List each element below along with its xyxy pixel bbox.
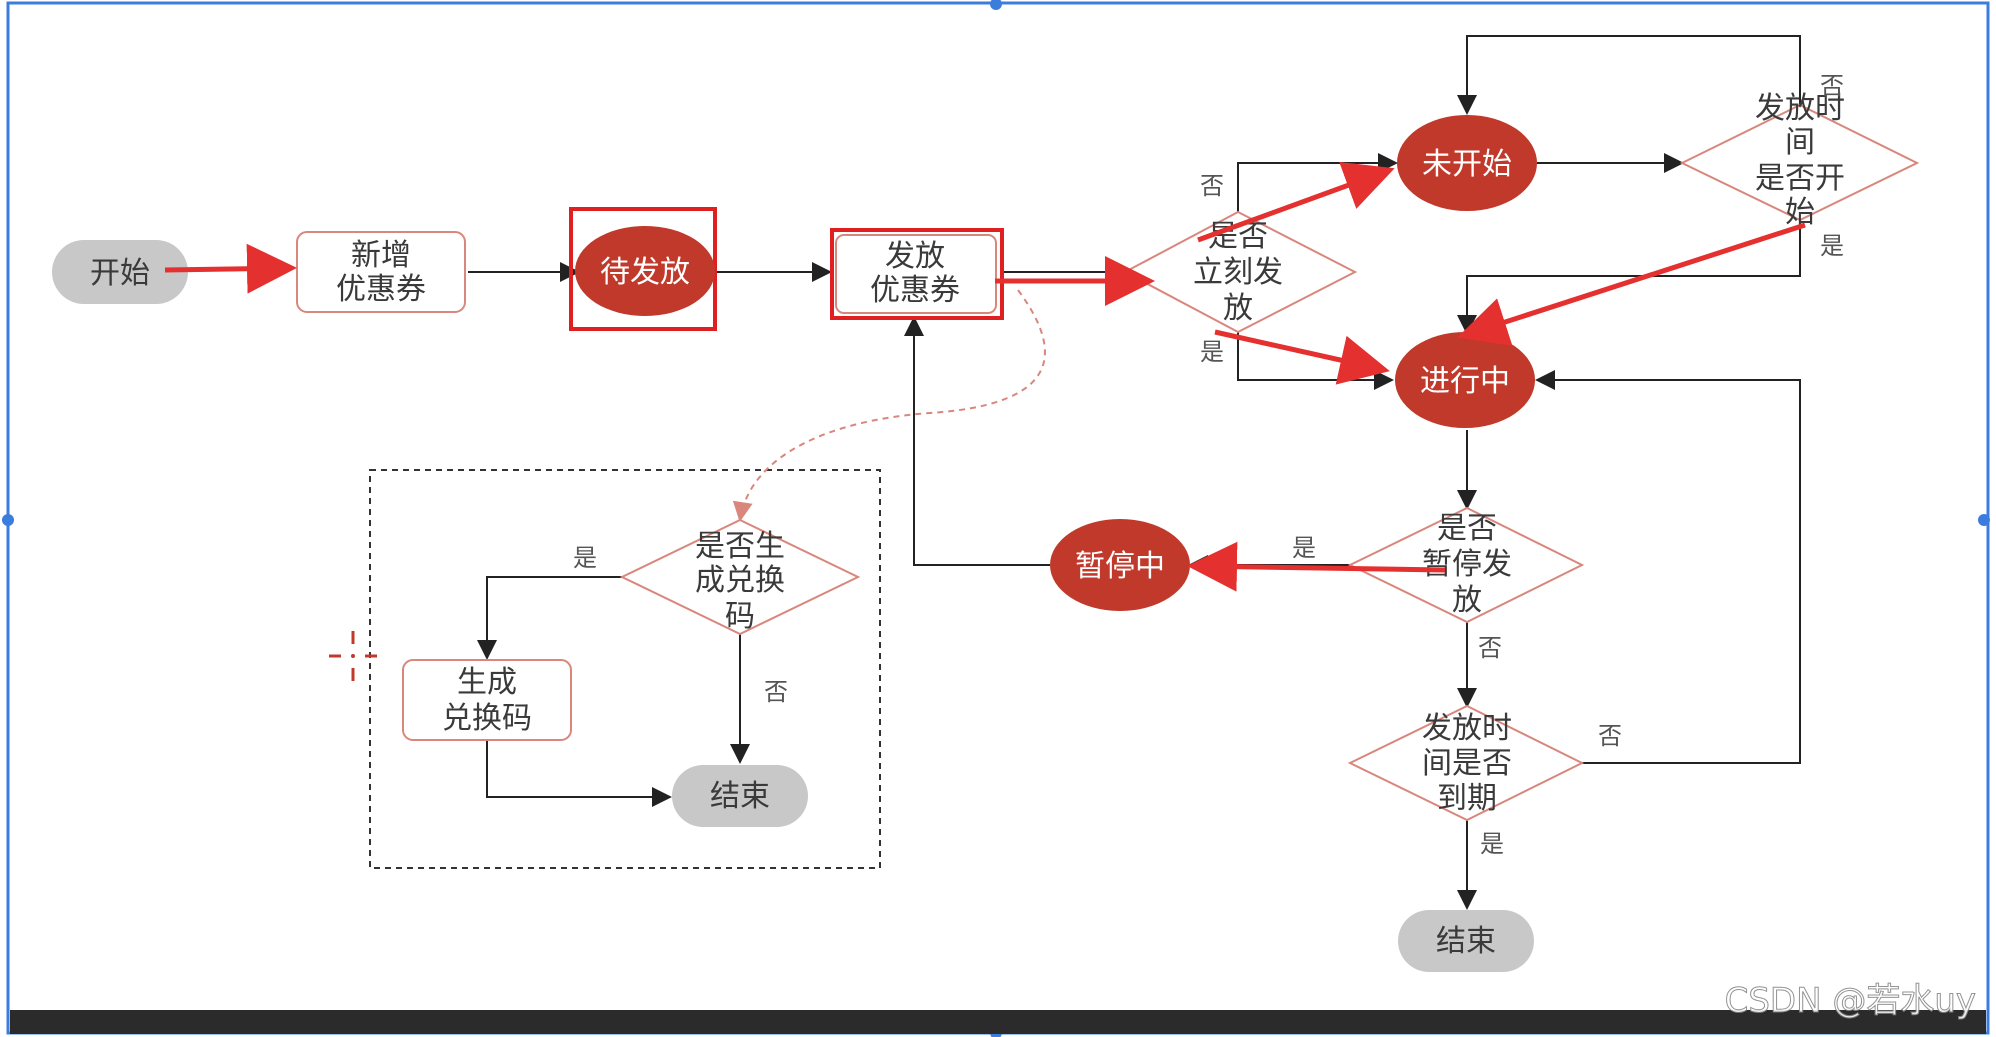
end-main-label: 结束 [1436, 924, 1496, 959]
new-coupon-node[interactable]: 新增 优惠券 [296, 231, 466, 313]
pause-issue-decision[interactable]: 是否 暂停发 放 [1347, 506, 1585, 624]
start-node[interactable]: 开始 [52, 240, 188, 304]
connectors [468, 35, 1801, 910]
edge-gencode-yes [477, 576, 622, 660]
dashed-link-issue-to-subprocess [732, 289, 1046, 522]
issue-now-decision[interactable]: 是否 立刻发 放 [1122, 210, 1358, 334]
paused-node[interactable]: 暂停中 [1050, 519, 1190, 611]
red-arrow-to-paused [1187, 541, 1446, 592]
resize-handle-left[interactable] [2, 514, 14, 526]
pending-node[interactable]: 待发放 [569, 207, 717, 331]
pause-issue-label-line3: 放 [1452, 583, 1482, 618]
new-coupon-label-line1: 新增 [351, 238, 411, 273]
time-started-label-line3: 是否开 [1755, 161, 1845, 196]
in-progress-node[interactable]: 进行中 [1395, 332, 1535, 428]
gen-code-q-label-line2: 成兑换 [695, 563, 785, 598]
not-started-label: 未开始 [1422, 147, 1512, 182]
time-expired-label-line1: 发放时 [1422, 711, 1512, 746]
red-arrow-start-to-new [164, 243, 297, 294]
gen-code-q-label-line1: 是否生 [695, 529, 785, 564]
end-sub-label: 结束 [710, 779, 770, 814]
label-gen-code-no: 否 [764, 678, 788, 706]
label-time-started-yes: 是 [1820, 232, 1844, 260]
issue-coupon-label-line1: 发放 [885, 239, 945, 274]
label-time-started-no: 否 [1820, 72, 1844, 100]
not-started-node[interactable]: 未开始 [1397, 115, 1537, 211]
issue-now-label-line2: 立刻发 [1193, 255, 1283, 290]
sub-process-group [369, 469, 881, 869]
crosshair-icon [329, 631, 377, 681]
red-arrow-to-not-started [1197, 161, 1395, 243]
pause-issue-label-line1: 是否 [1437, 511, 1497, 546]
pending-label: 待发放 [600, 255, 690, 290]
new-coupon-label-line2: 优惠券 [336, 272, 426, 307]
end-node-main[interactable]: 结束 [1398, 910, 1534, 972]
label-expired-yes: 是 [1480, 830, 1504, 858]
time-started-label-line2: 间 [1785, 125, 1815, 160]
resize-handle-right[interactable] [1978, 514, 1990, 526]
label-issue-now-yes: 是 [1200, 338, 1224, 366]
time-expired-label-line3: 到期 [1437, 781, 1497, 816]
gen-code-q-label-line3: 码 [725, 599, 755, 634]
bottom-bar [10, 1010, 1986, 1034]
paused-label: 暂停中 [1075, 549, 1165, 584]
pause-issue-label-line2: 暂停发 [1422, 547, 1512, 582]
time-expired-decision[interactable]: 发放时 间是否 到期 [1347, 704, 1585, 822]
gen-code-label-line2: 兑换码 [442, 701, 532, 736]
issue-now-label-line3: 放 [1223, 291, 1253, 326]
label-issue-now-no: 否 [1200, 172, 1224, 200]
issue-coupon-label-line2: 优惠券 [870, 273, 960, 308]
end-node-sub[interactable]: 结束 [672, 765, 808, 827]
label-pause-no: 否 [1478, 634, 1502, 662]
edge-generated-to-end [486, 740, 672, 807]
label-pause-yes: 是 [1292, 534, 1316, 562]
edge-expired-no [1535, 370, 1801, 764]
pending-highlight-box [569, 207, 717, 331]
resize-handle-top[interactable] [990, 0, 1002, 10]
gen-code-label-line1: 生成 [457, 665, 517, 700]
edge-paused-to-issue [904, 316, 1050, 566]
label-gen-code-yes: 是 [573, 544, 597, 572]
label-expired-no: 否 [1598, 722, 1622, 750]
time-started-label-line1: 发放时 [1755, 91, 1845, 126]
red-arrow-to-in-progress [1214, 329, 1390, 385]
issue-coupon-node[interactable]: 发放 优惠券 [830, 228, 1004, 320]
gen-code-node[interactable]: 生成 兑换码 [402, 659, 572, 741]
red-arrow-started-to-in-progress [1457, 222, 1806, 346]
gen-code-decision[interactable]: 是否生 成兑换 码 [619, 518, 861, 636]
edge-now-no [1237, 153, 1398, 212]
red-annotation-arrows [164, 161, 1806, 592]
edge-started-no [1457, 35, 1801, 115]
time-started-decision[interactable]: 发放时 间 是否开 始 [1679, 91, 1920, 230]
watermark: CSDN @若水uy [1725, 981, 1976, 1021]
time-expired-label-line2: 间是否 [1422, 746, 1512, 781]
in-progress-label: 进行中 [1420, 364, 1510, 399]
start-label: 开始 [90, 256, 150, 291]
issue-coupon-highlight-box [830, 228, 1004, 320]
